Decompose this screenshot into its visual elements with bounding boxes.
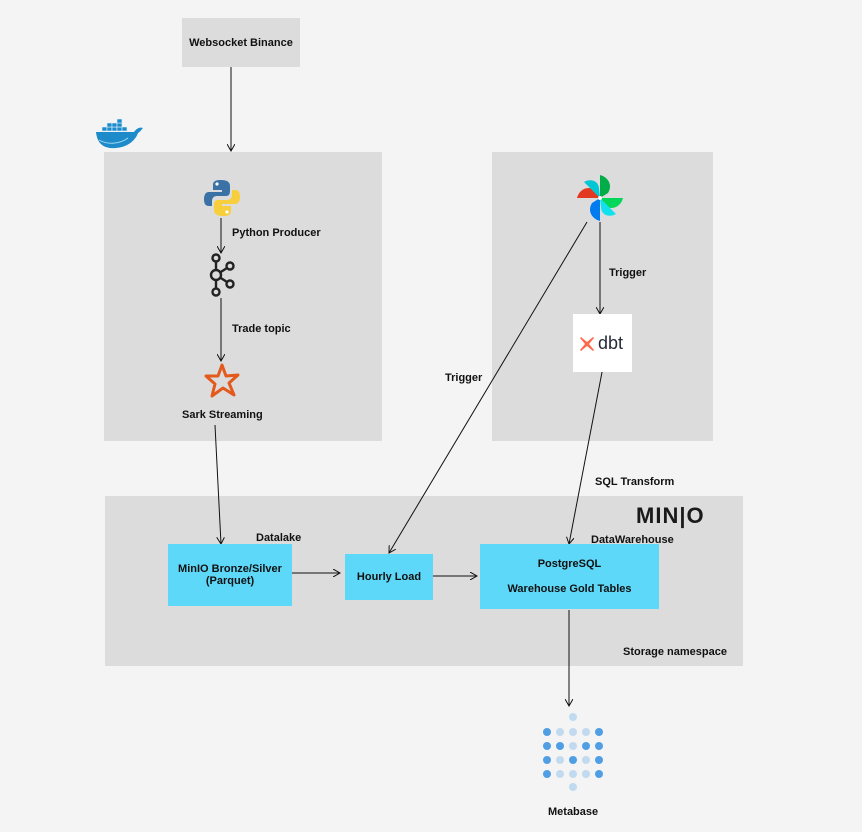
minio-bronze-line1: MinIO Bronze/Silver	[178, 563, 282, 575]
datalake-label: Datalake	[256, 532, 302, 544]
websocket-box	[182, 18, 300, 67]
sql-transform-label: SQL Transform	[595, 476, 675, 488]
trade-topic-label: Trade topic	[232, 323, 291, 335]
minio-logo: MIN|O	[636, 503, 705, 528]
dbt-icon	[580, 337, 594, 351]
postgres-line1: PostgreSQL	[537, 557, 602, 570]
hourly-load-node: Hourly Load	[345, 554, 433, 600]
dbt-logo-text: dbt	[598, 333, 624, 353]
hourly-load-label: Hourly Load	[356, 571, 422, 583]
datawarehouse-label: DataWarehouse	[591, 534, 674, 546]
docker-icon	[96, 118, 143, 149]
minio-bronze-line2: (Parquet)	[205, 575, 255, 587]
trigger-dbt-label: Trigger	[609, 267, 647, 279]
websocket-label: Websocket Binance	[189, 36, 293, 49]
trigger-load-label: Trigger	[445, 372, 483, 384]
airflow-icon	[577, 175, 623, 221]
python-producer-label: Python Producer	[232, 227, 321, 239]
docker-panel	[104, 152, 382, 441]
python-icon	[204, 180, 240, 216]
websocket-node: Websocket Binance	[182, 18, 300, 67]
postgres-line2: Warehouse Gold Tables	[507, 583, 632, 596]
minio-bronze-node: MinIO Bronze/Silver (Parquet)	[168, 544, 292, 606]
spark-streaming-label: Sark Streaming	[182, 409, 263, 421]
storage-namespace-label: Storage namespace	[623, 646, 727, 658]
metabase-label: Metabase	[548, 806, 599, 818]
spark-icon	[204, 363, 240, 398]
kafka-icon	[209, 253, 235, 297]
postgres-node: PostgreSQL Warehouse Gold Tables	[480, 544, 659, 609]
dbt-box	[573, 314, 632, 372]
metabase-icon	[543, 713, 603, 791]
